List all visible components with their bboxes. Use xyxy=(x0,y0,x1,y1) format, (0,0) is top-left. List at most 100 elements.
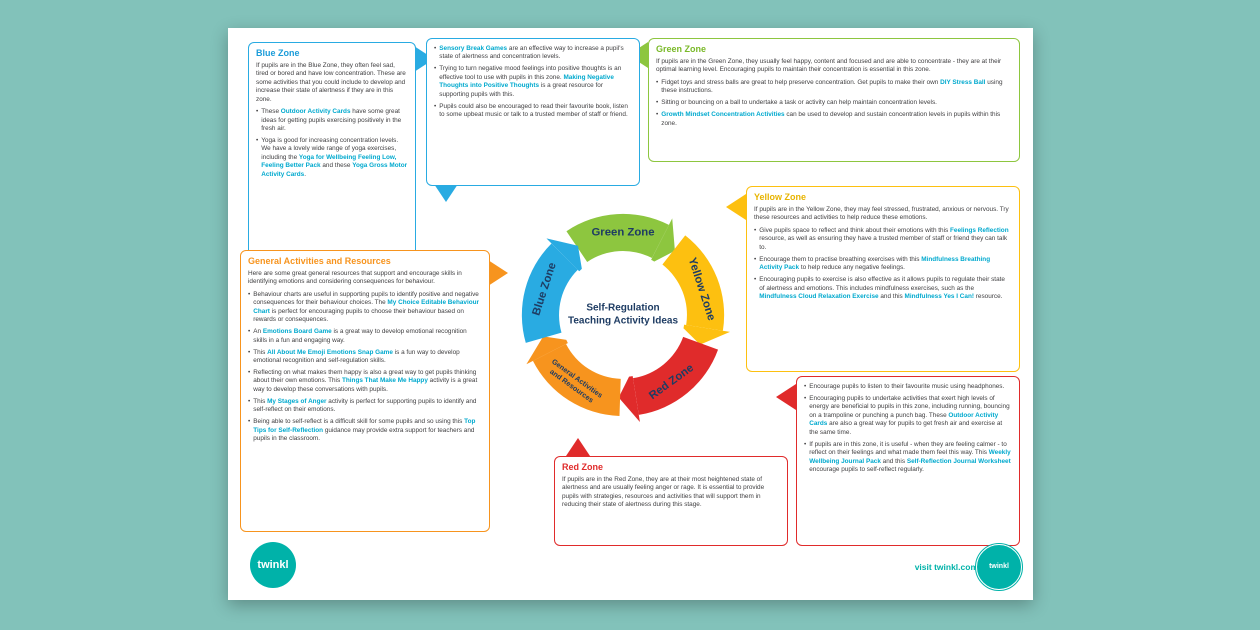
visit-twinkl-link[interactable]: visit twinkl.com xyxy=(914,562,978,572)
blue-zone-tips-box: • Sensory Break Games are an effective wa… xyxy=(426,38,640,186)
bullet-item: •Sitting or bouncing on a ball to undert… xyxy=(656,99,1012,107)
bullet-item: •Encourage pupils to listen to their fav… xyxy=(804,383,1012,391)
resource-link[interactable]: Making Negative Thoughts into Positive T… xyxy=(439,73,614,90)
bullet-marker: • xyxy=(248,348,251,356)
text-run: resource, as well as ensuring they have … xyxy=(759,235,1008,251)
red-zone-tips-bullets: •Encourage pupils to listen to their fav… xyxy=(804,383,1012,475)
blue-arc xyxy=(521,243,578,343)
text-run: have some great ideas for getting pupils… xyxy=(261,108,402,133)
resource-link[interactable]: All About Me Emoji Emotions Snap Game xyxy=(267,348,393,356)
self-regulation-cycle-diagram: Green Zone Yellow Zone Red Zone General … xyxy=(494,186,752,444)
resource-link[interactable]: My Stages of Anger xyxy=(267,397,327,405)
callout-arrow-general xyxy=(488,260,508,286)
red-zone-box: Red Zone If pupils are in the Red Zone, … xyxy=(554,456,788,546)
bullet-item: •Encourage them to practise breathing ex… xyxy=(754,256,1012,273)
bullet-item: •Pupils could also be encouraged to read… xyxy=(434,103,632,120)
segment-blue-zone xyxy=(521,238,583,343)
text-run: Give pupils space to reflect and think a… xyxy=(759,226,951,234)
bullet-marker: • xyxy=(656,111,659,119)
text-run: and this xyxy=(880,457,907,465)
green-zone-bullets: •Fidget toys and stress balls are great … xyxy=(656,79,1012,128)
yellow-zone-box: Yellow Zone If pupils are in the Yellow … xyxy=(746,186,1020,372)
segment-red-zone xyxy=(618,336,719,423)
bullet-text: Pupils could also be encouraged to read … xyxy=(439,103,632,120)
resource-link[interactable]: Outdoor Activity Cards xyxy=(280,108,351,116)
text-run: are an effective way to increase a pupil… xyxy=(439,45,624,61)
bullet-text: Yoga is good for increasing concentratio… xyxy=(261,137,408,179)
text-run: using these instructions. xyxy=(661,78,1003,95)
text-run: This xyxy=(253,397,268,405)
general-activities-box: General Activities and Resources Here ar… xyxy=(240,250,490,532)
bullet-text: These Outdoor Activity Cards have some g… xyxy=(261,108,408,133)
segment-yellow-zone xyxy=(662,235,731,345)
text-run: and this xyxy=(878,292,905,300)
bullet-marker: • xyxy=(434,65,437,73)
blue-zone-heading: Blue Zone xyxy=(256,48,300,58)
bullet-marker: • xyxy=(754,276,757,284)
text-run: is a great resource for supporting pupil… xyxy=(439,82,603,98)
bullet-text: An Emotions Board Game is a great way to… xyxy=(253,328,482,345)
resource-link[interactable]: Yoga for Wellbeing Feeling Low, Feeling … xyxy=(261,153,397,170)
resource-link[interactable]: Feelings Reflection xyxy=(950,226,1009,234)
callout-arrow-red-tips xyxy=(776,384,796,410)
bullet-item: •Trying to turn negative mood feelings i… xyxy=(434,65,632,99)
bullet-item: •This My Stages of Anger activity is per… xyxy=(248,398,482,415)
bullet-text: Reflecting on what makes them happy is a… xyxy=(253,369,482,394)
text-run: resource. xyxy=(974,292,1003,300)
bullet-marker: • xyxy=(754,226,757,234)
resource-link[interactable]: Sensory Break Games xyxy=(439,45,508,52)
resource-link[interactable]: Emotions Board Game xyxy=(262,328,332,336)
bullet-text: Growth Mindset Concentration Activities … xyxy=(661,111,1012,128)
text-run: is a fun way to develop emotional recogn… xyxy=(253,348,460,364)
resource-link[interactable]: Mindfulness Cloud Relaxation Exercise xyxy=(759,292,879,300)
text-run: Encouraging pupils to undertake activiti… xyxy=(809,394,1010,419)
text-run: are also a great way for pupils to get f… xyxy=(809,420,1003,436)
red-arrowhead-icon xyxy=(618,371,640,423)
text-run: Pupils could also be encouraged to read … xyxy=(439,102,628,119)
resource-link[interactable]: Mindfulness Breathing Activity Pack xyxy=(759,255,991,272)
yellow-zone-heading: Yellow Zone xyxy=(754,192,807,202)
twinkl-quality-badge: twinkl xyxy=(975,543,1023,591)
bullet-item: •Sensory Break Games are an effective wa… xyxy=(434,45,632,62)
general-activities-bullets: •Behaviour charts are useful in supporti… xyxy=(248,291,482,444)
orange-arrowhead-icon xyxy=(526,336,573,365)
bullet-text: Encouraging pupils to undertake activiti… xyxy=(809,395,1012,437)
bullet-marker: • xyxy=(256,137,259,145)
segment-general-activities xyxy=(526,336,621,417)
bullet-marker: • xyxy=(248,397,251,405)
text-run: is a great way to develop emotional reco… xyxy=(253,328,467,344)
resource-link[interactable]: Yoga Gross Motor Activity Cards xyxy=(261,162,408,178)
resource-link[interactable]: Things That Make Me Happy xyxy=(341,377,428,385)
text-run: Yoga is good for increasing concentratio… xyxy=(261,137,399,161)
bullet-marker: • xyxy=(248,418,251,426)
bullet-marker: • xyxy=(248,290,251,298)
resource-link[interactable]: Top Tips for Self-Reflection xyxy=(253,418,476,434)
ring-center-hole xyxy=(561,253,685,377)
cycle-ring: Green Zone Yellow Zone Red Zone General … xyxy=(521,213,731,423)
text-run: Sitting or bouncing on a ball to underta… xyxy=(661,99,937,107)
resource-link[interactable]: DIY Stress Ball xyxy=(940,78,986,86)
resource-link[interactable]: Growth Mindset Concentration Activities xyxy=(661,111,785,119)
text-run: If pupils are in this zone, it is useful… xyxy=(809,440,1007,457)
bullet-marker: • xyxy=(804,440,807,448)
text-run: guidance may provide extra support for t… xyxy=(253,426,475,443)
red-zone-heading: Red Zone xyxy=(562,462,604,472)
text-run: Trying to turn negative mood feelings in… xyxy=(439,65,622,81)
blue-zone-tips-bullets: • Sensory Break Games are an effective wa… xyxy=(434,45,632,120)
bullet-item: •Reflecting on what makes them happy is … xyxy=(248,369,482,394)
bullet-marker: • xyxy=(656,78,659,86)
bullet-item: •Growth Mindset Concentration Activities… xyxy=(656,111,1012,128)
resource-link[interactable]: Weekly Wellbeing Journal Pack xyxy=(809,449,1011,465)
bullet-item: •This All About Me Emoji Emotions Snap G… xyxy=(248,349,482,366)
resource-link[interactable]: My Choice Editable Behaviour Chart xyxy=(253,299,480,315)
green-zone-heading: Green Zone xyxy=(656,44,707,54)
resource-link[interactable]: Outdoor Activity Cards xyxy=(809,411,999,428)
text-run: encourage pupils to self-reflect regular… xyxy=(809,466,924,474)
text-run: Being able to self-reflect is a difficul… xyxy=(253,418,465,426)
resource-link[interactable]: Mindfulness Yes I Can! xyxy=(904,292,975,300)
resource-link[interactable]: Self-Reflection Journal Worksheet xyxy=(906,457,1011,465)
bullet-item: •Fidget toys and stress balls are great … xyxy=(656,79,1012,96)
bullet-item: •Encouraging pupils to exercise is also … xyxy=(754,276,1012,301)
bullet-item: •Being able to self-reflect is a difficu… xyxy=(248,418,482,443)
